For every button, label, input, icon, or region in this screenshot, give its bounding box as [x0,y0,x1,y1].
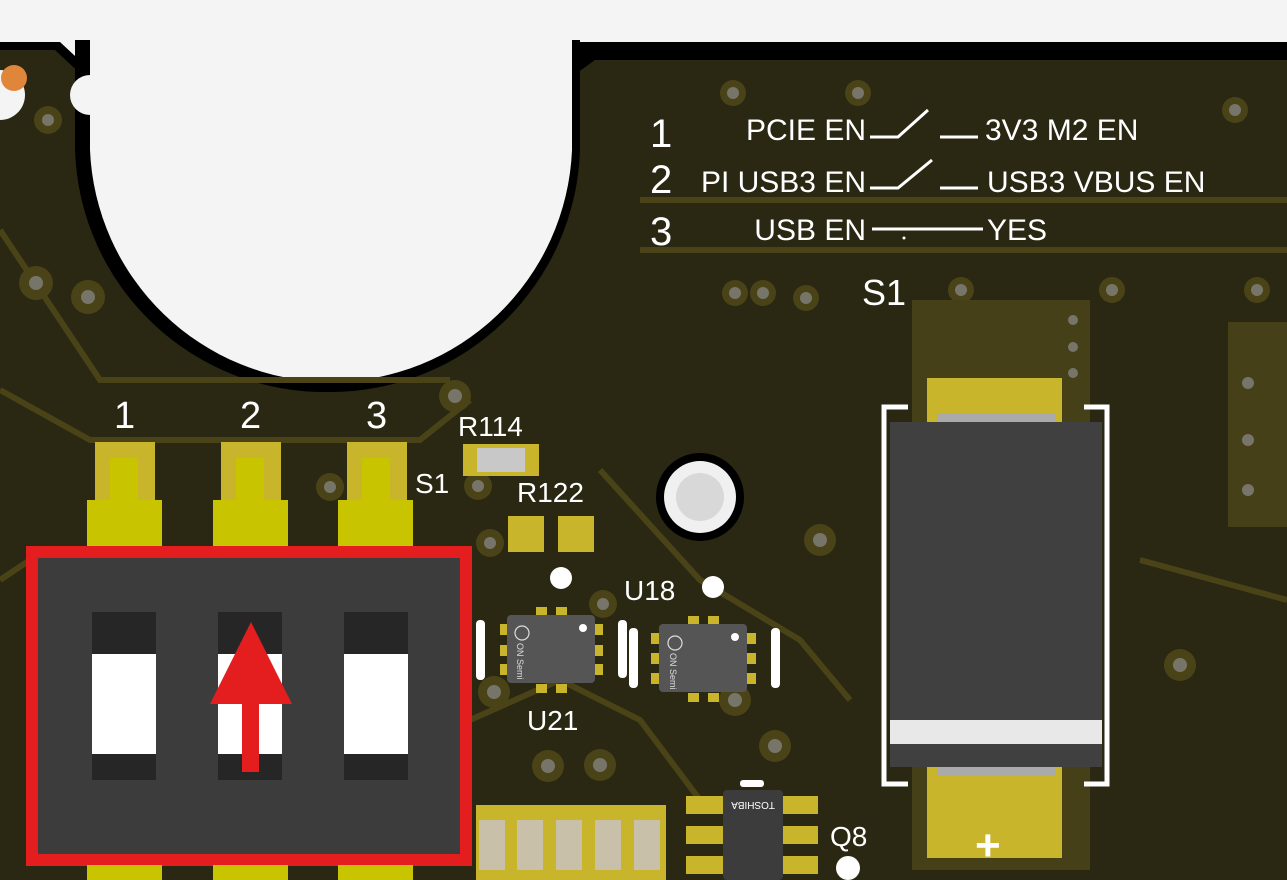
dip-label-1: 1 [114,395,135,437]
arrow-up-icon [210,622,292,772]
r122-pad [558,516,594,552]
s1-stripe [890,720,1102,744]
onsemi-logo-icon [667,635,683,651]
s1-lead [937,768,1055,776]
u18-designator: U18 [624,575,675,606]
legend-num-2: 2 [650,158,672,202]
mounting-hole-center [676,473,724,521]
highlight-box [26,546,472,866]
connector-footprint [1228,322,1287,527]
q8-designator: Q8 [830,821,867,852]
r122-pad [508,516,544,552]
legend-left-2: PI USB3 EN [701,166,866,199]
cutout-small [70,75,110,115]
legend-num-1: 1 [650,112,672,156]
dip-label-2: 2 [240,395,261,437]
legend-right-3: YES [987,214,1047,247]
r122-designator: R122 [517,477,584,508]
dip-label-3: 3 [366,395,387,437]
u21-marking: ON Semi [515,643,525,680]
u21-designator: U21 [527,705,578,736]
legend-right-1: 3V3 M2 EN [985,114,1138,147]
s1-body [890,422,1102,767]
s1-silkscreen [881,404,1110,787]
u18-chip [659,624,747,692]
legend-left-3: USB EN [754,214,866,247]
q8: TOSHIBA [686,780,818,880]
s1-lead [937,414,1055,422]
dip-switch: 1 2 3 [26,395,472,880]
onsemi-logo-icon [514,625,530,641]
via-holes [29,87,1263,773]
dip-toggle-1[interactable] [92,654,156,754]
q8-marking: TOSHIBA [731,799,775,810]
resistor-array [476,805,666,880]
orange-marker [1,65,27,91]
polarity-plus: + [975,821,1001,870]
legend-left-1: PCIE EN [746,114,866,147]
legend-right-2: USB3 VBUS EN [987,166,1205,199]
s1-small-designator: S1 [415,468,449,499]
r114-body [477,448,525,472]
s1-designator: S1 [862,272,906,313]
legend-num-3: 3 [650,210,672,254]
dip-toggle-3[interactable] [344,654,408,754]
pin1-dot [836,856,860,880]
pin1-dot [550,567,572,589]
pin1-dot [702,576,724,598]
u18-marking: ON Semi [668,653,678,690]
mounting-cutout [90,30,572,383]
switch-legend: 1 2 3 PCIE EN PI USB3 EN USB EN 3V3 M2 E… [650,108,1205,254]
r114-designator: R114 [458,411,523,442]
